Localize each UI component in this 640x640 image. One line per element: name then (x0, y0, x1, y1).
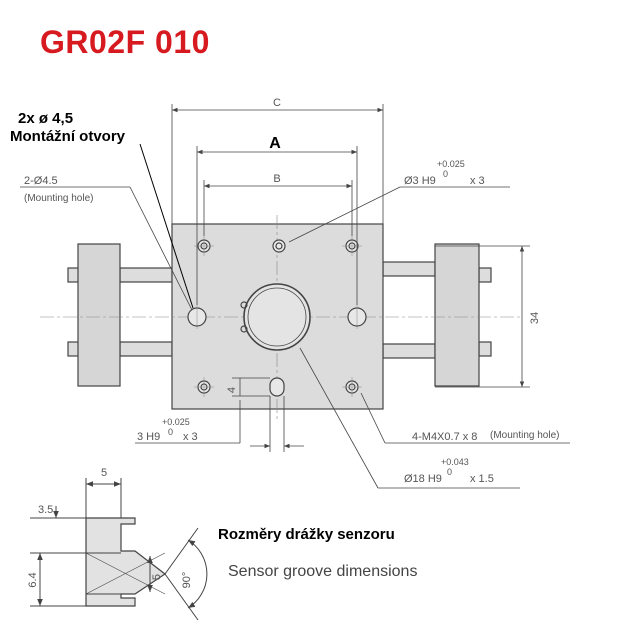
dim-C: C (273, 97, 281, 109)
right-jaw-rod-bottom (382, 343, 436, 359)
dim-B: B (273, 173, 280, 185)
bore-tol-plus: +0.043 (441, 457, 469, 467)
right-jaw-pin-bottom (478, 341, 492, 357)
dowel-top-tol-plus: +0.025 (437, 159, 465, 169)
dowel-bottom-tol-zero: 0 (168, 427, 173, 437)
right-jaw-pin-top (478, 267, 492, 283)
groove-dim-5-top: 5 (101, 467, 107, 479)
groove-dim-90: 90° (181, 572, 193, 589)
bottom-slot (269, 377, 285, 397)
bore-label: Ø18 H9 (404, 473, 442, 485)
mounting-hole-note: (Mounting hole) (24, 193, 93, 204)
page-title: GR02F 010 (40, 24, 210, 60)
groove-label-en: Sensor groove dimensions (228, 563, 418, 580)
bore-qty: x 1.5 (470, 473, 494, 485)
groove-dim-6-4: 6.4 (27, 572, 39, 587)
groove-label-cz: Rozměry drážky senzoru (218, 526, 395, 543)
dowel-top-qty: x 3 (470, 175, 485, 187)
mounting-hole-callout-line2: Montážní otvory (10, 128, 125, 145)
thread-label: 4-M4X0.7 x 8 (412, 431, 477, 443)
dowel-hole-top-center (272, 239, 286, 253)
right-jaw-rod-top (382, 261, 436, 277)
bore-tol-zero: 0 (447, 467, 452, 477)
sensor-groove-section (30, 478, 208, 621)
groove-dim-3-5: 3.5 (38, 504, 53, 516)
left-jaw-body (77, 243, 121, 387)
mounting-hole-label: 2-Ø4.5 (24, 175, 58, 187)
dowel-bottom-qty: x 3 (183, 431, 198, 443)
dowel-bottom-label: 3 H9 (137, 431, 160, 443)
left-jaw-rod-top (119, 267, 173, 283)
thread-note: (Mounting hole) (490, 430, 559, 441)
mounting-hole-callout-line1: 2x ø 4,5 (18, 110, 74, 127)
right-jaw-body (434, 243, 480, 387)
dim-A: A (269, 135, 281, 152)
gripper-top-view (40, 215, 520, 420)
left-jaw-rod-bottom (119, 341, 173, 357)
dim-4: 4 (226, 387, 238, 393)
dim-34: 34 (529, 312, 541, 324)
dowel-bottom-tol-plus: +0.025 (162, 417, 190, 427)
center-bore (243, 283, 311, 351)
dowel-top-label: Ø3 H9 (404, 175, 436, 187)
groove-dim-5-inner: 5 (151, 574, 163, 580)
bore-small-hole (240, 301, 248, 309)
dowel-top-tol-zero: 0 (443, 169, 448, 179)
dimension-lines (20, 104, 570, 489)
